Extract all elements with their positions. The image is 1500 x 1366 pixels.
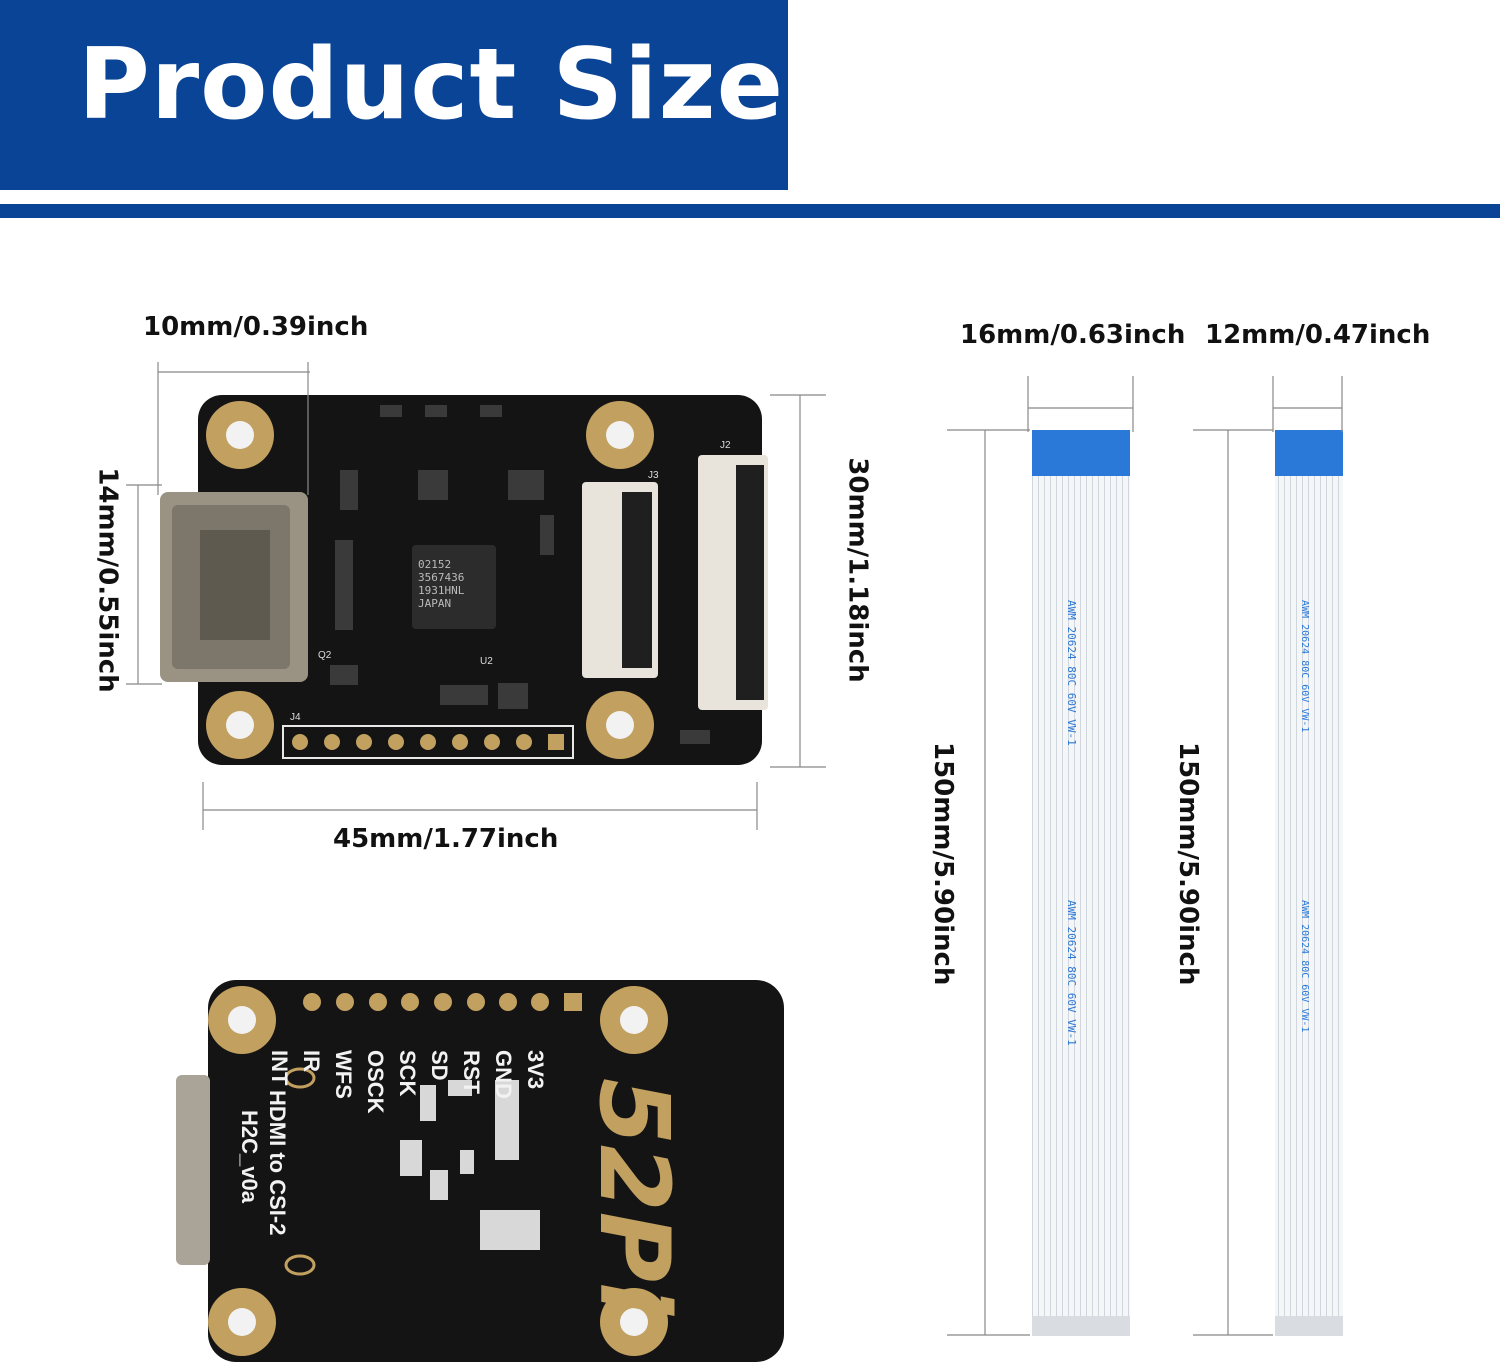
cable-wide [1032,430,1130,1336]
cable-print-wide: AWM 20624 80C 60V VW-1 [1065,600,1078,746]
pin-pads-bottom [303,993,582,1011]
cable-stiffener-narrow [1275,430,1343,476]
dimension-lines-cables [947,376,1343,1336]
label-j3: J3 [648,470,659,481]
pin-label-sd: SD [427,1050,452,1081]
board-version: H2C_v0a [237,1110,262,1203]
board-top-view [160,395,768,765]
pin-label-3v3: 3V3 [523,1050,548,1090]
dim-board-length: 45mm/1.77inch [333,824,559,854]
label-j4: J4 [290,712,301,723]
cable-print-narrow: AWM 20624 80C 60V VW-1 [1299,600,1310,733]
dimension-lines-top [126,362,826,830]
dim-hdmi-depth: 10mm/0.39inch [143,312,369,342]
chip-line: JAPAN [418,597,452,610]
mounting-hole-tl [206,401,274,469]
header-divider [0,204,1500,218]
pin-label-gnd: GND [491,1050,516,1099]
pin-label-ir: IR [299,1050,324,1072]
pin-label-rst: RST [459,1050,484,1094]
mounting-hole-bl [206,691,274,759]
main-chip [412,545,496,629]
chip-line: 02152 [418,558,452,571]
dim-hdmi-width: 14mm/0.55inch [92,467,123,693]
hdmi-connector [160,492,308,682]
board-name: HDMI to CSI-2 [265,1090,290,1236]
title-banner [0,0,788,190]
label-u2: U2 [480,656,493,667]
cable-narrow [1275,430,1343,1336]
label-q2: Q2 [318,650,332,661]
chip-line: 3567436 [418,571,465,584]
csi-connector-j3 [582,482,658,678]
pin-label-sck: SCK [395,1050,420,1097]
mounting-hole-bottom-bl [208,1288,276,1356]
dim-cable-wide-length: 150mm/5.90inch [928,742,958,986]
label-j2: J2 [720,440,731,451]
pin-label-wfs: WFS [331,1050,356,1099]
page-title: Product Size [78,28,785,142]
pin-label-osck: OSCK [363,1050,388,1114]
mounting-hole-bottom-tr [600,986,668,1054]
smd-components [330,405,710,744]
dim-cable-wide-width: 16mm/0.63inch [960,320,1186,350]
board-bottom-view [176,980,784,1362]
mounting-hole-bottom-tl [208,986,276,1054]
cable-stiffener-wide [1032,430,1130,476]
mounting-hole-bottom-br [600,1288,668,1356]
dim-cable-narrow-length: 150mm/5.90inch [1173,742,1203,986]
pin-header-j4 [282,725,574,759]
hdmi-connector-side [176,1075,210,1265]
cable-print-wide: AWM 20624 80C 60V VW-1 [1065,900,1078,1046]
dim-board-height: 30mm/1.18inch [842,457,873,683]
mounting-hole-tr [586,401,654,469]
brand-logo: 52Pi [578,1078,690,1315]
chip-line: 1931HNL [418,584,465,597]
chip-marking: 02152 3567436 1931HNL JAPAN [418,558,490,610]
mounting-hole-br [586,691,654,759]
dim-cable-narrow-width: 12mm/0.47inch [1205,320,1431,350]
csi-connector-j2 [698,455,768,710]
cable-print-narrow: AWM 20624 80C 60V VW-1 [1299,900,1310,1033]
smd-pads-bottom [400,1080,540,1250]
